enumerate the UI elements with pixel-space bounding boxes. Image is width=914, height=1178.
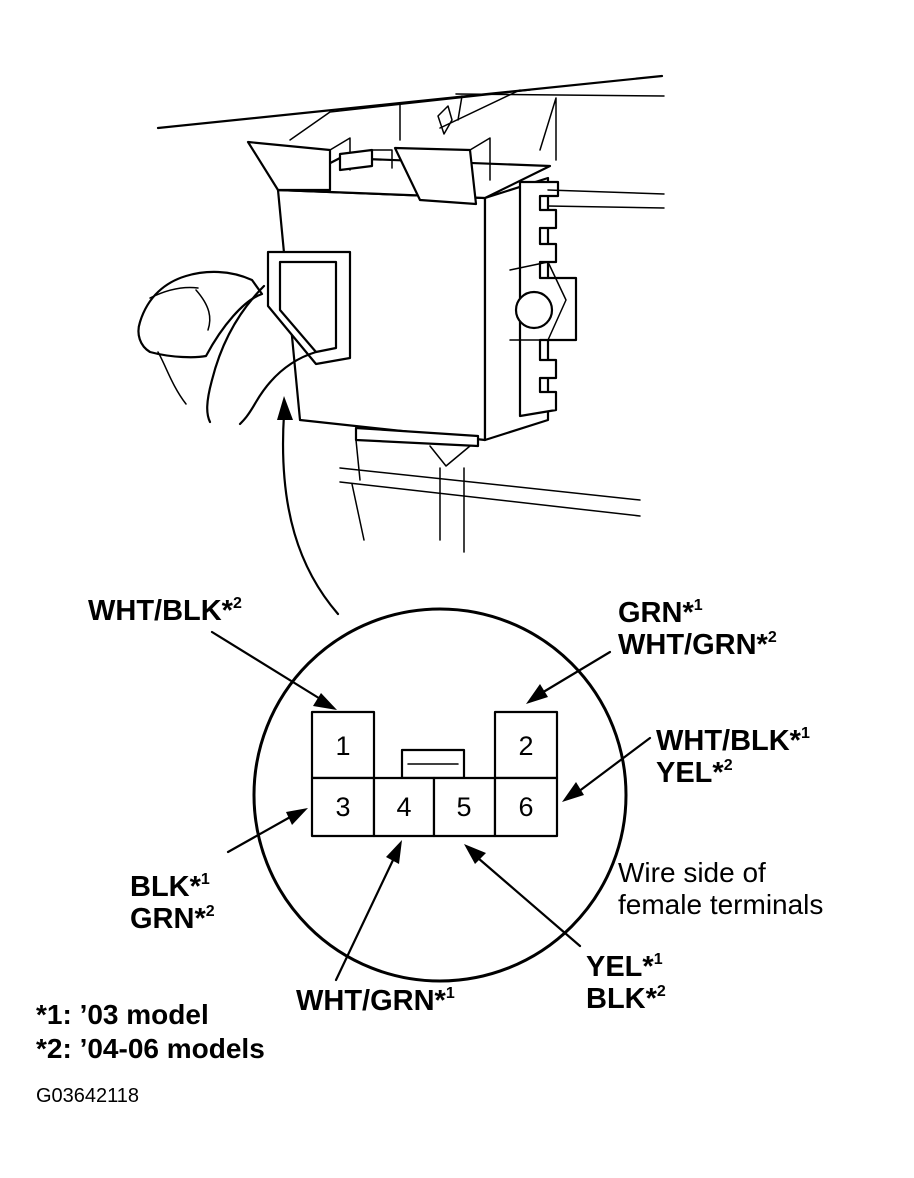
connector-face: 1 2 3 4 5 6 bbox=[310, 710, 559, 838]
figure-id: G03642118 bbox=[36, 1085, 139, 1107]
pin4-wire-label: WHT/GRN*1 bbox=[296, 985, 455, 1017]
pin6-wire-label-a: WHT/BLK*1 bbox=[656, 725, 810, 757]
view-note-line-2: female terminals bbox=[618, 889, 823, 920]
pin3-wire-label-a: BLK*1 bbox=[130, 871, 210, 903]
pin-4-label: 4 bbox=[396, 792, 411, 822]
leader-arrows bbox=[210, 630, 652, 982]
pin6-wire-label-b: YEL*2 bbox=[656, 757, 733, 789]
magnify-arrow bbox=[277, 396, 340, 616]
pin-1-label: 1 bbox=[335, 731, 350, 761]
pin5-wire-label-b: BLK*2 bbox=[586, 983, 666, 1015]
legend-line-2: *2: ’04-06 models bbox=[36, 1033, 265, 1064]
magnified-view-circle bbox=[252, 607, 628, 983]
pin-5-label: 5 bbox=[456, 792, 471, 822]
legend-line-1: *1: ’03 model bbox=[36, 999, 209, 1030]
pin3-wire-label-b: GRN*2 bbox=[130, 903, 215, 935]
pin-6-label: 6 bbox=[518, 792, 533, 822]
control-unit-illustration bbox=[137, 74, 665, 553]
pin-2-label: 2 bbox=[518, 731, 533, 761]
pin2-wire-label-b: WHT/GRN*2 bbox=[618, 629, 777, 661]
pin-3-label: 3 bbox=[335, 792, 350, 822]
view-note-line-1: Wire side of bbox=[618, 857, 766, 888]
pin5-wire-label-a: YEL*1 bbox=[586, 951, 663, 983]
pin1-wire-label: WHT/BLK*2 bbox=[88, 595, 242, 627]
pin2-wire-label-a: GRN*1 bbox=[618, 597, 703, 629]
